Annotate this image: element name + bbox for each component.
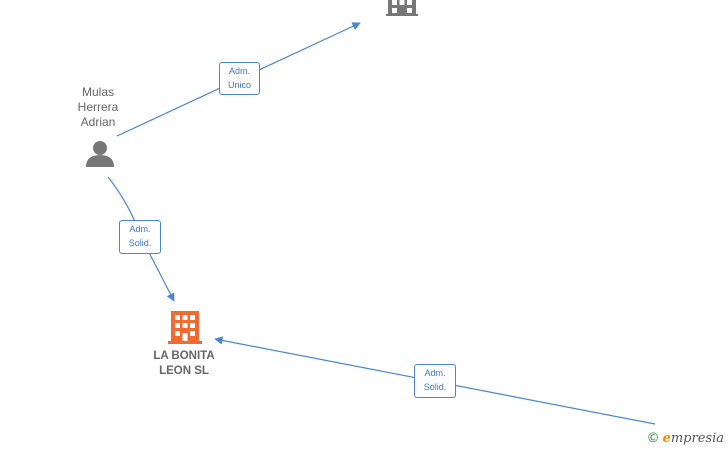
person-name-label[interactable]: Mulas Herrera Adrian (77, 85, 119, 129)
brand-name: mpresia (670, 431, 724, 446)
edge-label-adm-solid-1: Adm. Solid. (119, 220, 161, 254)
company-name-label[interactable]: LA BONITA LEON SL (153, 350, 215, 377)
brand-initial: e (662, 431, 671, 446)
edge-label-adm-solid-2: Adm. Solid. (414, 364, 456, 398)
person-icon[interactable] (86, 141, 114, 167)
copyright-icon: © (646, 431, 660, 446)
building-icon-top[interactable] (386, 0, 418, 16)
brand-watermark: ©empresia (647, 431, 724, 446)
building-icon-la-bonita[interactable] (168, 311, 202, 344)
edge-label-adm-unico: Adm. Unico (219, 62, 260, 95)
